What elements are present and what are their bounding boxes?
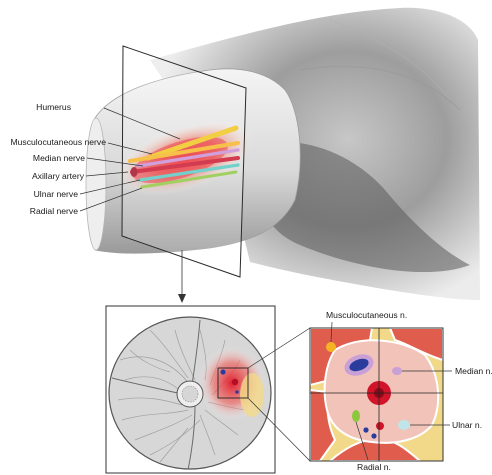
label-axillary-artery: Axillary artery: [32, 171, 85, 181]
label-ulnar-nerve: Ulnar nerve: [34, 189, 79, 199]
zoom-radial-nerve: [352, 410, 360, 422]
zoom-vein: [376, 422, 384, 430]
label-zoom-radial: Radial n.: [357, 462, 391, 472]
zoom-radial-vessel-a: [363, 427, 368, 432]
label-zoom-musculocutaneous: Musculocutaneous n.: [326, 310, 407, 320]
xs-ulnar-dot: [235, 390, 239, 394]
label-radial-nerve: Radial nerve: [30, 206, 78, 216]
label-musculocutaneous-nerve: Musculocutaneous nerve: [10, 137, 106, 147]
xs-artery-dot: [232, 379, 238, 385]
zoom-median-nerve-small: [392, 367, 402, 375]
xs-median-dot: [220, 369, 225, 374]
label-zoom-median: Median n.: [455, 366, 492, 376]
label-humerus: Humerus: [36, 102, 71, 112]
label-zoom-ulnar: Ulnar n.: [452, 420, 482, 430]
zoom-musculocutaneous-nerve: [326, 342, 336, 352]
label-median-nerve: Median nerve: [33, 153, 85, 163]
cross-section: [109, 317, 271, 470]
zoom-radial-vessel-b: [371, 433, 376, 438]
humerus-marrow: [182, 386, 198, 402]
zoom-ulnar-nerve: [398, 420, 410, 430]
arrow-head: [178, 294, 186, 303]
zoom-panel: [310, 328, 443, 461]
